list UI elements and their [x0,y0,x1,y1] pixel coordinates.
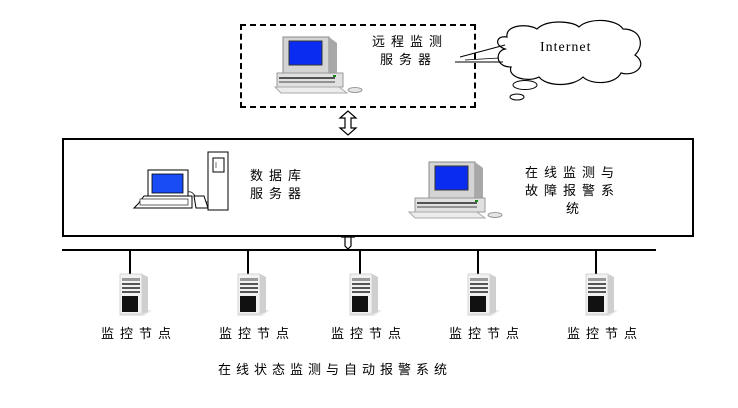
diagram-caption: 在线状态监测与自动报警系统 [218,363,453,378]
remote-server-box [240,24,476,108]
monitoring-node-label: 监控节点 [448,327,525,342]
monitor-system-label-line3: 统 [566,202,586,217]
node-connector-line [359,250,361,274]
remote-computer-icon [273,36,363,94]
node-connector-line [247,250,249,274]
node-connector-line [129,250,131,274]
monitoring-computer-icon [407,161,503,219]
bus-connector-arrow-icon [341,236,355,250]
server-tower-icon [118,273,152,316]
server-tower-icon [236,273,270,316]
remote-server-label-line1: 远程监测 [372,35,449,50]
monitoring-node-label: 监控节点 [330,327,407,342]
internet-cloud-icon [455,19,642,101]
server-tower-icon [348,273,382,316]
db-server-label-line2: 服务器 [250,187,308,202]
database-server-icon [132,151,229,211]
node-connector-line [595,250,597,274]
monitor-system-label-line2: 故障报警系 [525,184,621,199]
server-tower-icon [466,273,500,316]
monitor-system-label-line1: 在线监测与 [525,166,621,181]
server-group-box [62,138,694,237]
node-connector-line [477,250,479,274]
remote-server-label-line2: 服务器 [380,53,438,68]
monitoring-node-label: 监控节点 [100,327,177,342]
internet-label: Internet [540,40,592,55]
db-server-label-line1: 数据库 [250,169,308,184]
monitoring-node-label: 监控节点 [218,327,295,342]
server-tower-icon [584,273,618,316]
bidirectional-arrow-icon [338,110,358,136]
monitoring-node-label: 监控节点 [566,327,643,342]
